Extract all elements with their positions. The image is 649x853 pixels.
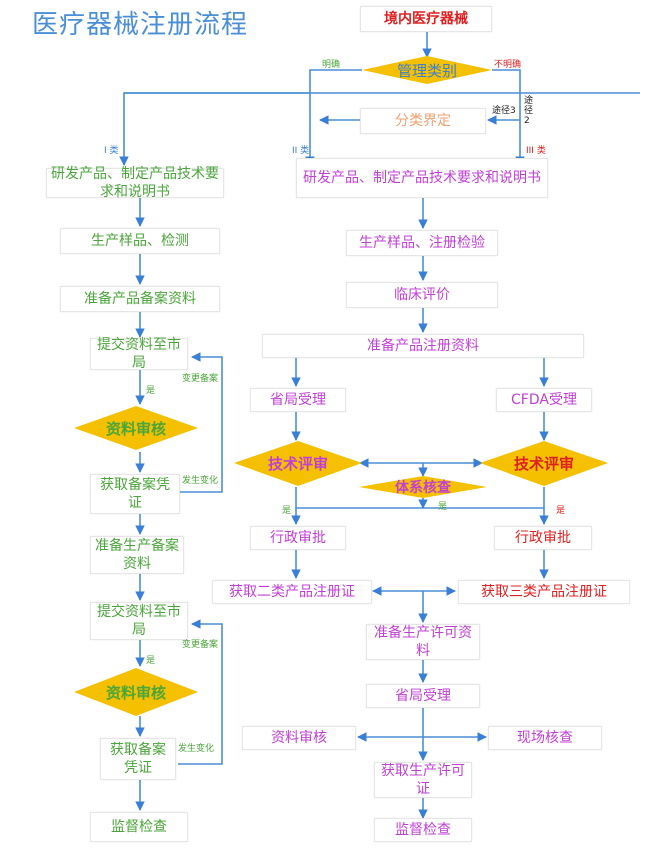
review1-diamond (74, 406, 198, 450)
clear-label: 明确 (322, 60, 341, 70)
left-inspect-box: 监督检查 (90, 812, 188, 842)
class3-label: III 类 (526, 146, 546, 156)
left-submit1-box: 提交资料至市局 (90, 337, 188, 371)
right-cert2-box: 获取二类产品注册证 (212, 580, 372, 604)
right-prod-permit-box: 准备生产许可资料 (366, 624, 480, 660)
left-change2-label: 变更备案 (182, 640, 219, 650)
left-sample-box: 生产样品、检测 (60, 228, 220, 254)
right-yes-b-label: 是 (438, 502, 448, 512)
left-prepare-record-box: 准备产品备案资料 (60, 286, 220, 312)
right-prepare-reg-box: 准备产品注册资料 (262, 334, 584, 358)
right-provincial-box: 省局受理 (250, 388, 346, 412)
tech2-diamond (480, 441, 608, 486)
right-yes-a-label: 是 (282, 506, 292, 516)
left-change1-label: 变更备案 (182, 374, 219, 384)
system-diamond (359, 476, 487, 498)
path3-label: 途径3 (492, 106, 516, 116)
left-get-record1-box: 获取备案凭证 (90, 474, 180, 514)
right-prov-accept-box: 省局受理 (366, 684, 480, 708)
right-get-permit-box: 获取生产许可证 (374, 762, 472, 798)
right-sample-box: 生产样品、注册检验 (346, 230, 498, 256)
right-cert3-box: 获取三类产品注册证 (458, 580, 630, 604)
right-site-check-box: 现场核查 (488, 726, 602, 750)
right-yes-c-label: 是 (556, 506, 566, 516)
left-changed2-label: 发生变化 (178, 744, 215, 754)
right-cfda-box: CFDA受理 (496, 388, 592, 412)
category-diamond (362, 56, 492, 84)
right-doc-review-box: 资料审核 (242, 726, 356, 750)
left-submit2-box: 提交资料至市局 (90, 602, 188, 640)
tech1-diamond (234, 441, 362, 486)
class2-label: II 类 (292, 146, 310, 156)
classify-box: 分类界定 (360, 108, 486, 134)
right-admin2-box: 行政审批 (494, 526, 592, 550)
left-prepare-prod-box: 准备生产备案资料 (90, 536, 184, 574)
page-title: 医疗器械注册流程 (32, 10, 249, 40)
class1-label: I 类 (104, 146, 119, 156)
path2-label: 途径2 (524, 96, 534, 126)
review2-diamond (74, 668, 198, 716)
left-yes1-label: 是 (146, 386, 156, 396)
right-admin1-box: 行政审批 (250, 526, 346, 550)
left-yes2-label: 是 (146, 656, 156, 666)
left-changed1-label: 发生变化 (182, 476, 219, 486)
left-rd-box: 研发产品、制定产品技术要求和说明书 (46, 166, 224, 200)
right-clinical-box: 临床评价 (346, 282, 498, 308)
start-box: 境内医疗器械 (360, 6, 492, 32)
right-rd-box: 研发产品、制定产品技术要求和说明书 (296, 158, 548, 198)
left-get-record2-box: 获取备案凭证 (100, 738, 176, 780)
unclear-label: 不明确 (494, 60, 522, 70)
right-inspect-box: 监督检查 (374, 818, 472, 842)
